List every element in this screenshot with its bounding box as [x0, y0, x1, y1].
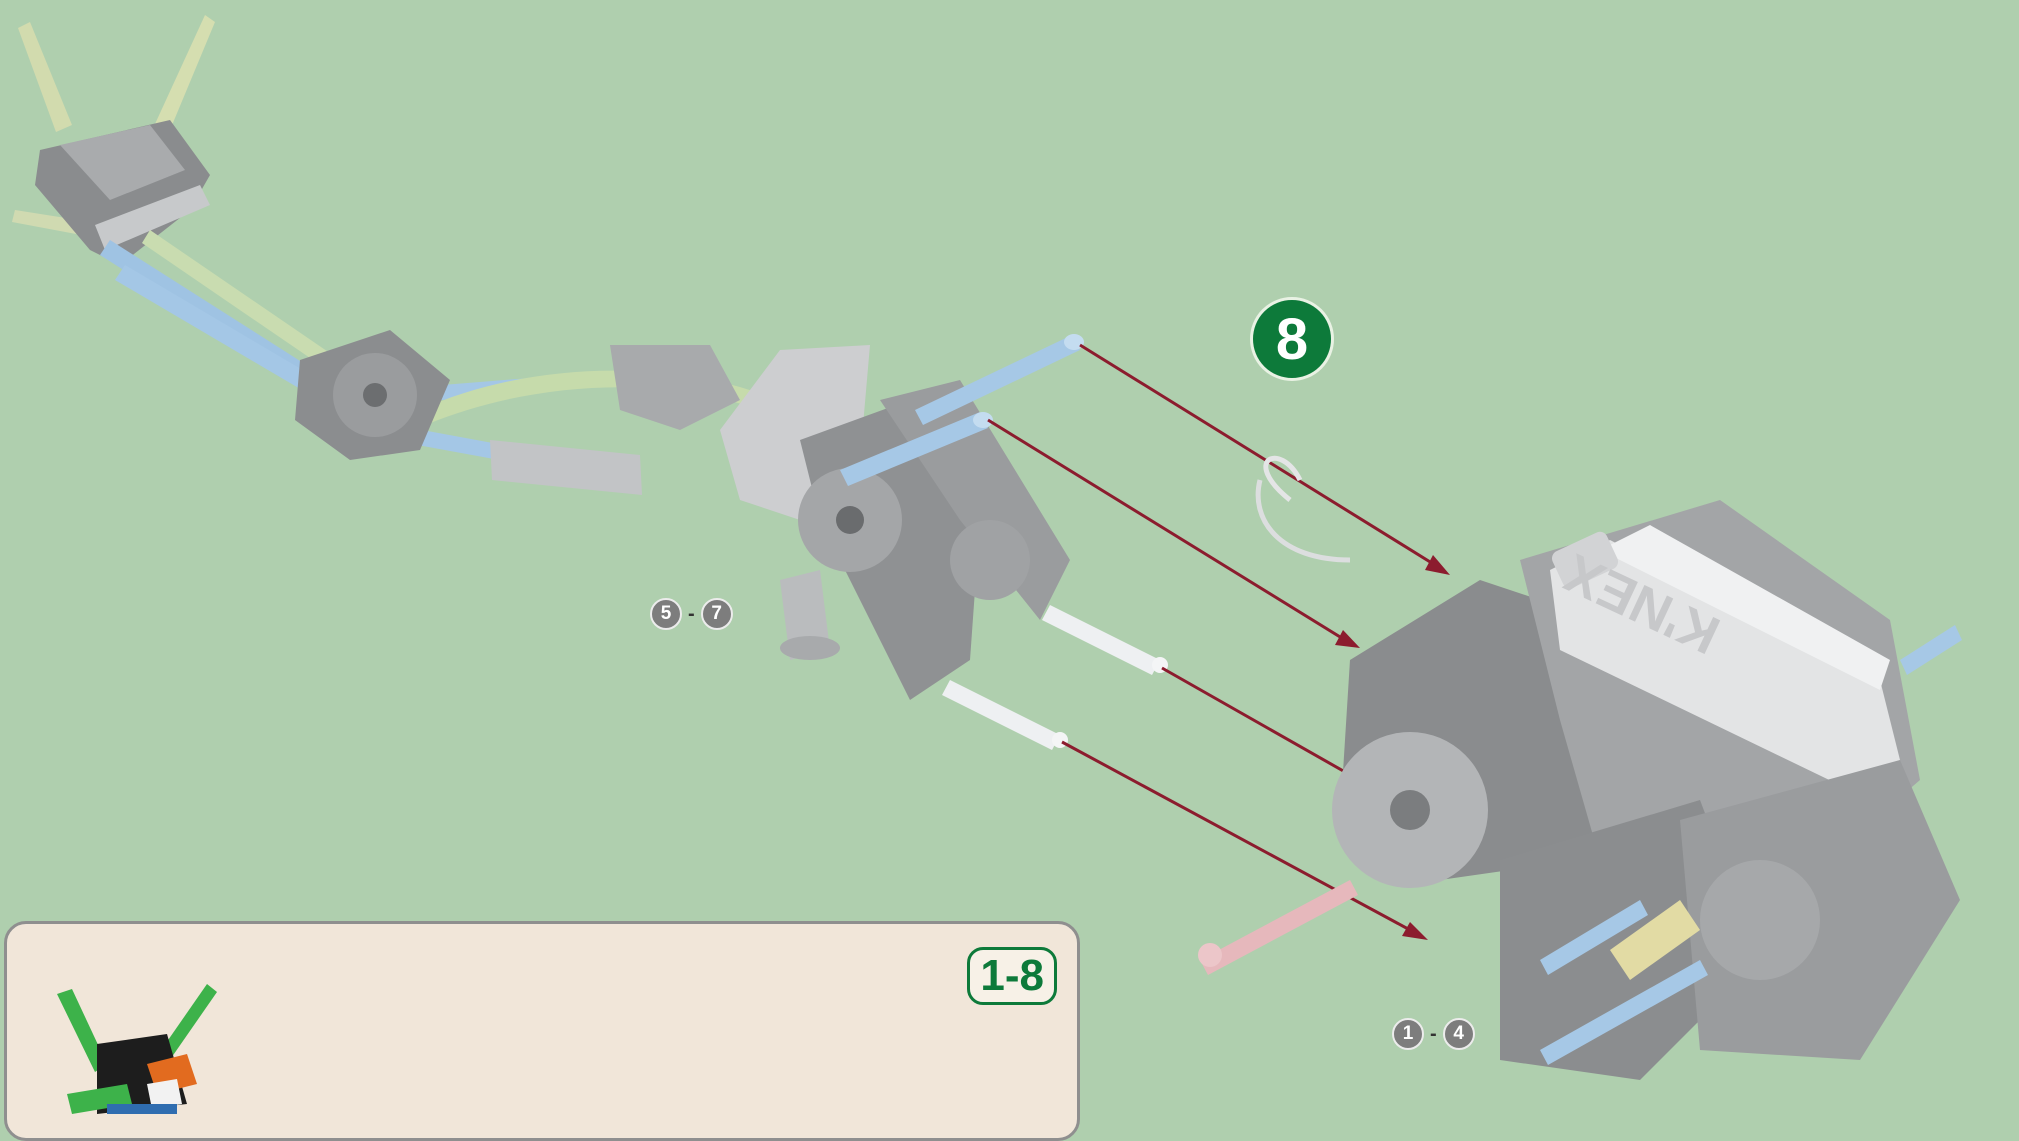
ref-to: 4: [1442, 1018, 1475, 1050]
step-range-label: 1-8: [967, 947, 1057, 1005]
ref-dash: -: [688, 602, 695, 625]
ref-dash: -: [1430, 1022, 1437, 1045]
ref-to: 7: [700, 598, 733, 630]
assembly-illustration: K'NEX: [12, 15, 1962, 1080]
long-rods: [100, 230, 830, 485]
top-left-connector-cluster: [35, 120, 210, 265]
attach-rods: [840, 334, 1168, 750]
step-reference-1-4: 1 - 4: [1392, 1018, 1475, 1050]
motor-assembly: K'NEX: [1198, 455, 1962, 1080]
middle-gear-cluster: [295, 330, 740, 495]
guide-arrows: [987, 343, 1518, 940]
central-frame-assembly: [720, 345, 1070, 700]
ref-from: 1: [1392, 1018, 1424, 1050]
step-reference-5-7: 5 - 7: [650, 598, 733, 630]
ref-from: 5: [650, 598, 682, 630]
sub-assembly-thumbnail: [57, 984, 217, 1114]
sub-assembly-panel: 1-8: [4, 921, 1080, 1141]
step-number-badge: 8: [1250, 297, 1334, 381]
